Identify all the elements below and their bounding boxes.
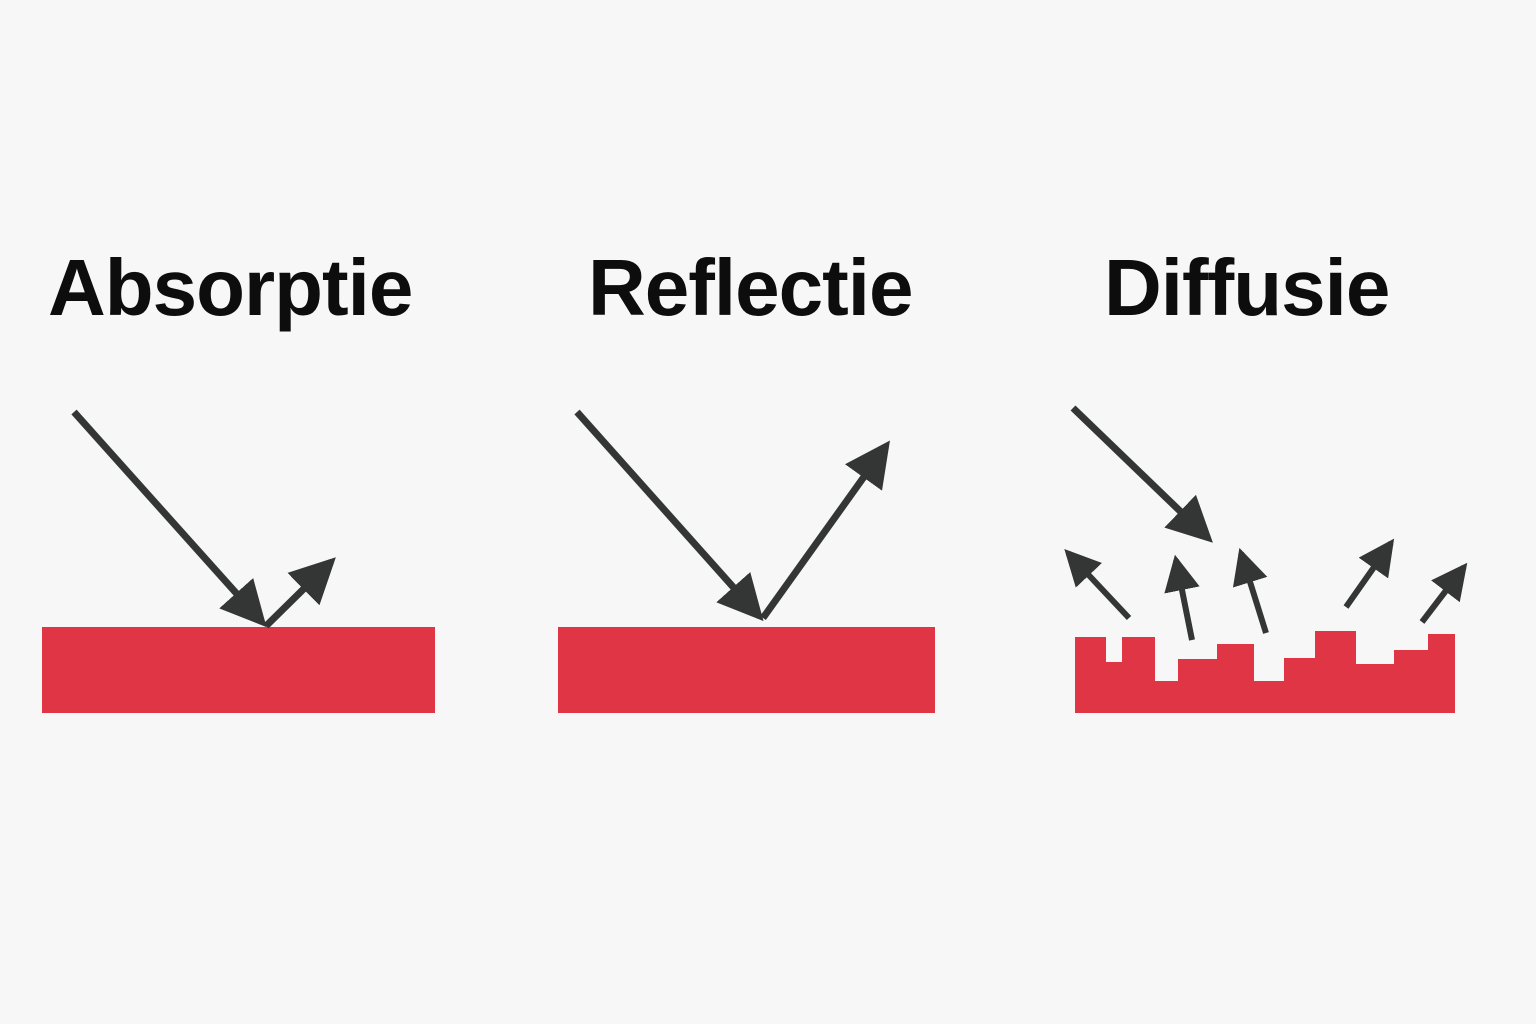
rough-surface bbox=[1075, 631, 1455, 713]
absorbing-surface bbox=[42, 627, 435, 713]
reflection-title: Reflectie bbox=[588, 243, 913, 332]
scattered-arrow-4 bbox=[1343, 538, 1395, 609]
absorption-panel bbox=[42, 409, 435, 713]
incident-arrow bbox=[1070, 405, 1213, 543]
incident-arrow bbox=[574, 409, 764, 622]
diffusion-title: Diffusie bbox=[1104, 243, 1390, 332]
diffusion-panel bbox=[1064, 405, 1468, 713]
scattered-arrow-5 bbox=[1419, 562, 1468, 624]
scattered-arrow-3 bbox=[1232, 547, 1269, 634]
incident-arrow bbox=[71, 409, 267, 628]
absorption-title: Absorptie bbox=[48, 243, 413, 332]
reflection-panel bbox=[558, 409, 935, 713]
scattered-arrow-2 bbox=[1164, 554, 1200, 641]
weak-reflected-arrow bbox=[263, 557, 336, 629]
reflecting-surface bbox=[558, 627, 935, 713]
reflected-arrow bbox=[760, 440, 890, 621]
scattered-arrow-1 bbox=[1064, 549, 1132, 621]
